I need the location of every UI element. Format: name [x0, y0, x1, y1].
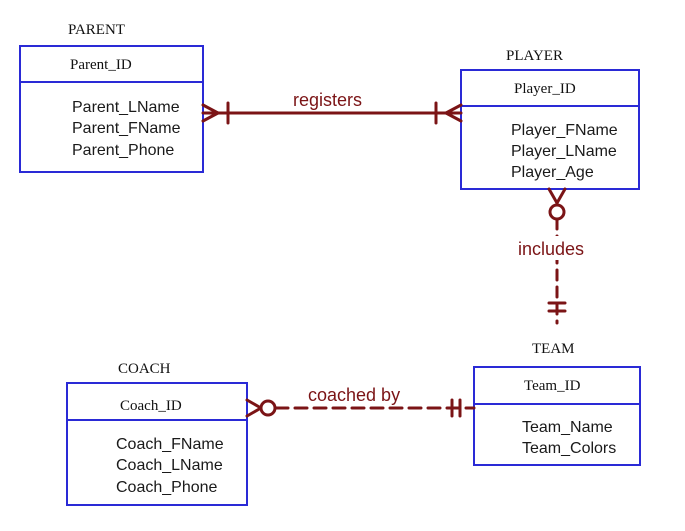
entity-title-parent: PARENT — [68, 22, 125, 38]
entity-team[interactable]: TEAM Team_ID Team_Name Team_Colors — [473, 341, 641, 466]
attribute-player-lname: Player_LName — [511, 143, 617, 160]
primary-key-team: Team_ID — [524, 378, 581, 394]
entity-title-team: TEAM — [532, 341, 575, 357]
relationship-label-coached-by: coached by — [308, 385, 400, 405]
relationship-registers[interactable]: registers — [201, 90, 463, 125]
entity-title-coach: COACH — [118, 361, 171, 377]
relationship-coached-by[interactable]: coached by — [245, 385, 476, 418]
relationship-label-registers: registers — [293, 90, 362, 110]
attribute-coach-phone: Coach_Phone — [116, 479, 218, 496]
crows-foot-icon — [547, 187, 567, 205]
crows-foot-icon — [245, 398, 263, 418]
entity-box-team — [473, 366, 641, 466]
entity-box-player — [460, 69, 640, 190]
zero-circle-icon — [259, 399, 277, 417]
attribute-coach-fname: Coach_FName — [116, 436, 224, 453]
attribute-player-age: Player_Age — [511, 164, 594, 181]
attribute-player-fname: Player_FName — [511, 122, 618, 139]
attribute-team-colors: Team_Colors — [522, 440, 616, 457]
relationship-label-bg-includes — [515, 236, 599, 260]
one-bar-icon — [450, 398, 462, 418]
crows-foot-icon — [434, 101, 463, 125]
crows-foot-icon — [201, 101, 230, 125]
attribute-team-name: Team_Name — [522, 419, 613, 436]
entity-box-parent — [19, 45, 204, 173]
entity-player[interactable]: PLAYER Player_ID Player_FName Player_LNa… — [460, 48, 640, 190]
entity-box-coach — [66, 382, 248, 506]
attribute-coach-lname: Coach_LName — [116, 457, 223, 474]
entity-title-player: PLAYER — [506, 48, 563, 64]
primary-key-player: Player_ID — [514, 81, 576, 97]
primary-key-parent: Parent_ID — [70, 57, 132, 73]
one-bar-icon — [547, 301, 567, 313]
entity-coach[interactable]: COACH Coach_ID Coach_FName Coach_LName C… — [66, 361, 248, 506]
attribute-parent-lname: Parent_LName — [72, 99, 180, 116]
attribute-parent-phone: Parent_Phone — [72, 142, 174, 159]
zero-circle-icon — [548, 203, 566, 221]
relationship-includes[interactable]: includes — [515, 187, 599, 325]
attribute-parent-fname: Parent_FName — [72, 120, 181, 137]
primary-key-coach: Coach_ID — [120, 398, 182, 414]
relationship-label-includes: includes — [518, 239, 584, 259]
entity-parent[interactable]: PARENT Parent_ID Parent_LName Parent_FNa… — [19, 22, 204, 173]
